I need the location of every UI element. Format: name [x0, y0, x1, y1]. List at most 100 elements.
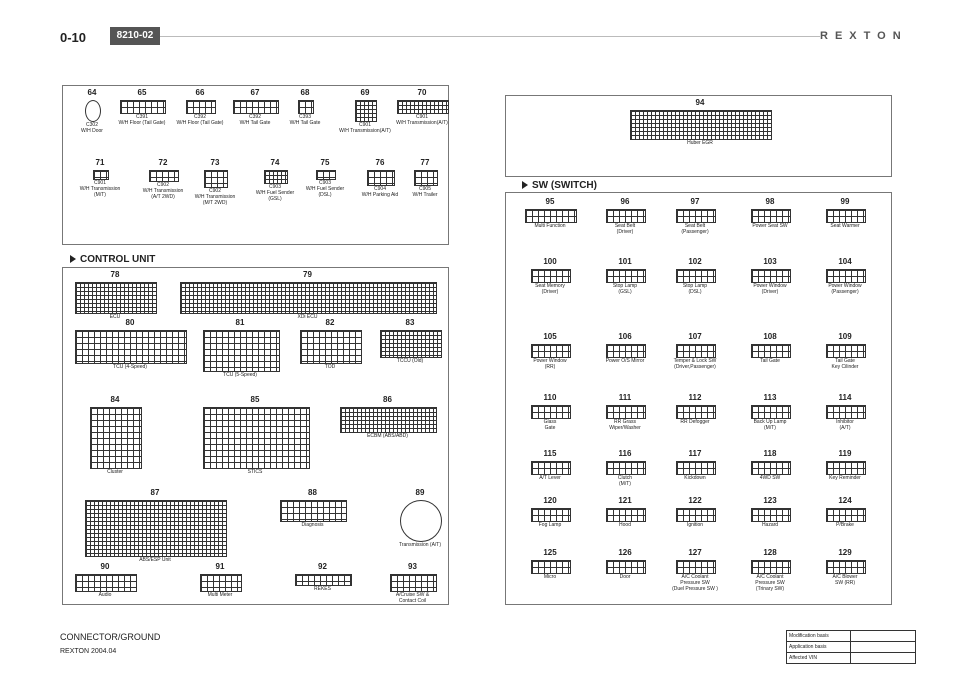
connector-pinout: [826, 560, 866, 574]
connector-number: 108: [763, 332, 777, 341]
connector-pinout: [414, 170, 438, 186]
connector-caption: Back Up Lamp (M/T): [753, 419, 787, 431]
table-cell: [850, 652, 916, 664]
connector-pinout: [180, 282, 437, 314]
connector-pinout: [85, 500, 227, 557]
connector-pinout: [200, 574, 242, 592]
connector-caption: ECBM (ABS/ABD): [367, 433, 408, 439]
connector-number: 66: [195, 88, 205, 97]
connector-caption: C901 W/H Transmission(A/T): [396, 114, 448, 126]
connector-caption: TCU (5-Speed): [223, 372, 257, 378]
connector-caption: Glass Gate: [543, 419, 557, 431]
connector-pinout: [75, 282, 157, 314]
connector-caption: A/Cruise SW & Contact Coil: [395, 592, 430, 604]
connector-pinout: [90, 407, 142, 469]
connector-pinout: [204, 170, 228, 188]
connector-caption: Seat Belt (Passenger): [681, 223, 709, 235]
connector-pinout: [120, 100, 166, 114]
connector-caption: Seat Belt (Driver): [614, 223, 636, 235]
connector-pinout: [149, 170, 179, 182]
connector-number: 117: [688, 449, 702, 458]
connector-pinout: [355, 100, 377, 122]
connector-number: 67: [250, 88, 260, 97]
connector-caption: C902 W/H Transmission (M/T 2WD): [194, 188, 236, 206]
connector-number: 123: [763, 496, 777, 505]
table-cell: Application basis: [786, 641, 851, 653]
connector-pinout: [826, 209, 866, 223]
connector-pinout: [531, 344, 571, 358]
connector-number: 103: [763, 257, 777, 266]
connector-caption: Multi Meter: [207, 592, 233, 598]
connector-number: 69: [360, 88, 370, 97]
control-unit-heading: CONTROL UNIT: [70, 254, 155, 265]
page-number: 0-10: [60, 30, 87, 45]
connector-pinout: [606, 508, 646, 522]
connector-number: 77: [420, 158, 430, 167]
connector-number: 78: [110, 270, 120, 279]
connector-caption: RR Defogger: [680, 419, 710, 425]
connector-pinout: [630, 110, 772, 140]
connector-caption: ECU: [109, 314, 121, 320]
connector-number: 100: [543, 257, 557, 266]
connector-caption: STICS: [247, 469, 263, 475]
connector-pinout: [826, 269, 866, 283]
connector-caption: Kickdown: [684, 475, 706, 481]
connector-caption: C902 W/H Transmission (A/T 2WD): [142, 182, 184, 200]
connector-caption: Seat Memory (Driver): [535, 283, 565, 295]
connector-number: 93: [408, 562, 417, 571]
connector-number: 107: [688, 332, 702, 341]
connector-pinout: [751, 405, 791, 419]
connector-caption: Door: [619, 574, 631, 580]
connector-number: 106: [618, 332, 632, 341]
connector-number: 112: [688, 393, 702, 402]
connector-number: 68: [300, 88, 310, 97]
connector-number: 120: [543, 496, 557, 505]
table-row: Affected VIN: [786, 652, 916, 664]
connector-caption: P/Brake: [836, 522, 854, 528]
connector-caption: Transmission (A/T): [398, 542, 442, 548]
connector-pinout: [531, 405, 571, 419]
connector-number: 96: [620, 197, 630, 206]
connector-pinout: [676, 560, 716, 574]
connector-caption: Cluster: [107, 469, 123, 475]
connector-caption: Power Window (Driver): [753, 283, 787, 295]
connector-caption: Clutch (M/T): [617, 475, 633, 487]
table-cell: [850, 630, 916, 642]
switch-panel: [505, 192, 892, 605]
connector-pinout: [606, 405, 646, 419]
connector-number: 122: [688, 496, 702, 505]
connector-caption: A/C Coolant Pressure SW (Duel Pressure S…: [672, 574, 718, 592]
connector-pinout: [606, 209, 646, 223]
connector-pinout: [676, 344, 716, 358]
connector-pinout: [676, 405, 716, 419]
table-row: Modification basis: [786, 630, 916, 642]
connector-number: 71: [95, 158, 105, 167]
connector-pinout: [280, 500, 347, 522]
connector-caption: A/C Blower SW (RR): [832, 574, 858, 586]
connector-pinout: [606, 560, 646, 574]
connector-number: 110: [543, 393, 557, 402]
footer-subtitle: REXTON 2004.04: [60, 648, 117, 655]
connector-pinout: [93, 170, 109, 180]
connector-number: 94: [695, 98, 705, 107]
connector-number: 118: [763, 449, 777, 458]
connector-caption: Tail Gate: [760, 358, 780, 364]
connector-number: 104: [838, 257, 852, 266]
connector-caption: Power Seat SW: [752, 223, 788, 229]
connector-caption: TOD: [324, 364, 336, 370]
connector-number: 89: [415, 488, 425, 497]
connector-caption: REKES: [314, 586, 331, 592]
connector-pinout: [751, 508, 791, 522]
connector-caption: C391 W/H Floor (Tail Gate): [118, 114, 166, 126]
connector-pinout: [531, 461, 571, 475]
connector-pinout: [826, 344, 866, 358]
connector-pinout: [264, 170, 288, 184]
connector-number: 128: [763, 548, 777, 557]
header-rule: [160, 36, 820, 37]
connector-pinout: [531, 508, 571, 522]
connector-pinout: [397, 100, 449, 114]
connector-pinout: [531, 269, 571, 283]
connector-caption: Stop Lamp (GSL): [612, 283, 638, 295]
connector-number: 105: [543, 332, 557, 341]
connector-pinout: [380, 330, 442, 358]
